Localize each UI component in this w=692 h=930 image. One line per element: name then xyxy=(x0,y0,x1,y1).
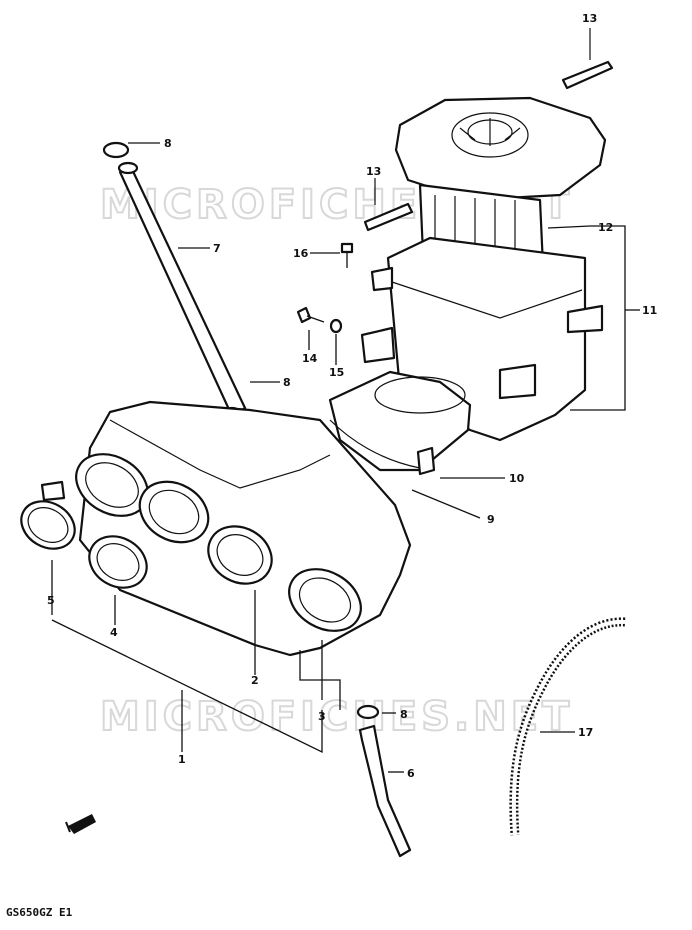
callout-11: 11 xyxy=(642,304,657,317)
model-code: GS650GZ E1 xyxy=(6,906,73,919)
callout-15: 15 xyxy=(329,366,344,379)
callout-14: 14 xyxy=(302,352,318,365)
callout-8-middle: 8 xyxy=(283,376,291,389)
air-box-1 xyxy=(75,400,412,657)
callout-10: 10 xyxy=(509,472,525,485)
breather-tube-7 xyxy=(102,141,247,418)
bolt-14 xyxy=(296,306,325,324)
drain-hose-6 xyxy=(356,704,412,858)
callout-8-top: 8 xyxy=(164,137,172,150)
callout-13-top: 13 xyxy=(582,12,597,25)
clamp-5 xyxy=(20,480,76,550)
callout-1: 1 xyxy=(178,753,186,766)
callout-8-bottom: 8 xyxy=(400,708,408,721)
callout-2: 2 xyxy=(251,674,259,687)
seal-4 xyxy=(88,535,148,589)
callout-9: 9 xyxy=(487,513,495,526)
air-cleaner-housing xyxy=(360,96,607,442)
hose-17 xyxy=(509,617,626,836)
callout-4: 4 xyxy=(110,626,118,639)
callout-13-middle: 13 xyxy=(366,165,381,178)
callout-3: 3 xyxy=(318,710,326,723)
clip-13-top xyxy=(561,28,614,90)
clip-13-middle xyxy=(363,178,414,232)
clamp-10 xyxy=(416,446,436,476)
callout-16: 16 xyxy=(293,247,309,260)
leader-lines xyxy=(51,142,640,773)
screw-16 xyxy=(340,242,354,268)
callout-5: 5 xyxy=(47,594,55,607)
callout-7: 7 xyxy=(213,242,221,255)
washer-15 xyxy=(329,318,343,334)
watermark-bottom: MICROFICHES.NET xyxy=(100,694,573,740)
front-arrow-icon xyxy=(65,814,96,834)
callout-12: 12 xyxy=(598,221,613,234)
callout-17: 17 xyxy=(578,726,593,739)
callout-6: 6 xyxy=(407,767,415,780)
intake-joint-9 xyxy=(328,370,472,472)
